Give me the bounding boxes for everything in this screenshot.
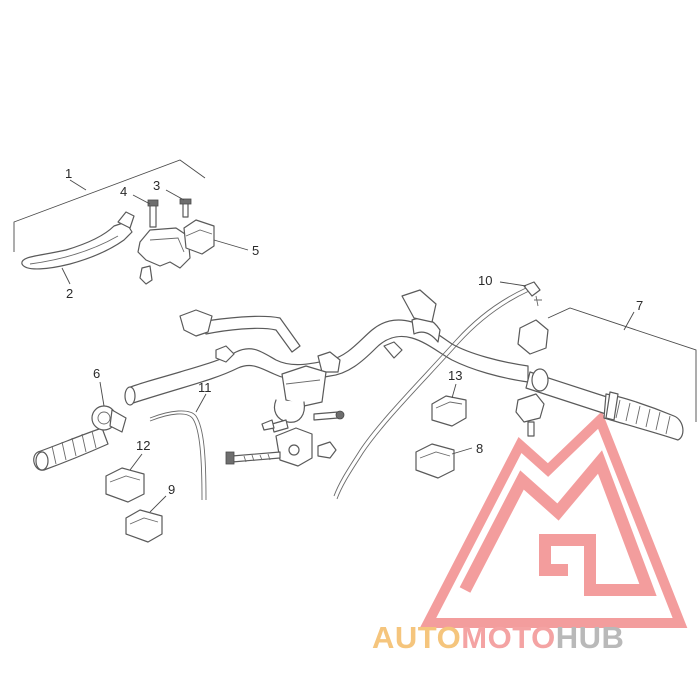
callout-10: 10 — [478, 273, 492, 288]
clamp-washer-left — [271, 419, 289, 433]
watermark-word-hub: HUB — [556, 620, 625, 655]
callout-4: 4 — [120, 184, 127, 199]
housing-lower-screw — [527, 421, 535, 437]
leader-7 — [623, 311, 635, 331]
callout-13: 13 — [448, 368, 462, 383]
switch-8-detail — [419, 451, 451, 459]
callout-2: 2 — [66, 286, 73, 301]
throttle-cable — [333, 287, 527, 497]
grip-collar-bore — [97, 411, 111, 425]
cable-spring — [534, 295, 542, 307]
cable-part-11-outer — [149, 413, 203, 501]
leader-3 — [165, 189, 185, 201]
callout-6: 6 — [93, 366, 100, 381]
clamp-long-bolt-head — [225, 451, 235, 465]
clamp-part-5 — [183, 219, 215, 255]
bolt-thread — [243, 453, 271, 463]
watermark-logo-inner-mark — [459, 450, 657, 596]
switch-12-detail — [109, 475, 141, 483]
mount-tab-right — [401, 289, 437, 323]
handlebar — [124, 289, 529, 406]
throttle-housing-upper — [517, 319, 549, 355]
left-grip-assembly — [33, 381, 207, 543]
clamp-small-bolt — [313, 411, 339, 421]
cable-adjuster — [523, 281, 541, 297]
callout-11: 11 — [198, 380, 212, 395]
grip-collar-clamp — [109, 409, 127, 433]
lever-pivot — [117, 211, 135, 229]
cable-part-11 — [149, 410, 207, 501]
leader-2 — [61, 267, 71, 285]
bolt-part-4 — [149, 204, 157, 228]
bracket-detail — [149, 237, 185, 253]
callout-7: 7 — [636, 298, 643, 313]
leader-8 — [451, 447, 473, 455]
switch-part-8 — [415, 443, 455, 479]
clamp-spacer — [261, 419, 275, 431]
leader-6 — [99, 381, 105, 407]
throttle-tube-flange — [531, 368, 549, 392]
bolt-part-4-head — [147, 199, 159, 207]
bracket-nut — [139, 265, 153, 285]
handlebar-left-end — [124, 386, 136, 406]
clamp-lower-bore — [288, 444, 300, 456]
leader-4 — [132, 194, 151, 205]
cables — [149, 287, 530, 501]
switch-13-detail — [435, 401, 463, 409]
lever-edge-line — [29, 235, 119, 265]
handlebar-clamp-assembly — [225, 365, 345, 467]
clamp-upper — [281, 365, 327, 407]
leader-1 — [69, 179, 87, 191]
handlebar-brace — [199, 315, 301, 353]
callout-3: 3 — [153, 178, 160, 193]
clamp-upper-line — [285, 379, 321, 385]
clamp-long-bolt — [231, 451, 281, 463]
left-grip-end — [35, 451, 49, 471]
leader-5 — [213, 239, 249, 251]
mount-tab-center — [383, 341, 403, 359]
switch-9-detail — [129, 517, 159, 525]
leader-10 — [499, 281, 527, 287]
mount-tab-left — [179, 309, 213, 337]
part-1-bracket-line — [13, 159, 206, 252]
right-control-assembly — [415, 281, 697, 479]
left-lever-assembly — [13, 159, 249, 285]
right-grip-ribs — [615, 399, 671, 435]
watermark-word-auto: AUTO — [372, 620, 461, 655]
leader-11 — [195, 393, 207, 413]
leader-13 — [451, 383, 457, 399]
leader-9 — [149, 495, 167, 513]
left-grip — [33, 427, 109, 471]
switch-part-13 — [431, 395, 467, 427]
callout-12: 12 — [136, 438, 150, 453]
watermark-logo-outer-triangle — [419, 411, 688, 628]
watermark-word-moto: MOTO — [461, 620, 555, 655]
clamp-u-bolt — [273, 399, 305, 423]
mount-tab-mid-left — [215, 345, 235, 363]
callout-5: 5 — [252, 243, 259, 258]
switch-part-12 — [105, 467, 145, 503]
leader-12 — [129, 453, 143, 471]
clutch-lever — [21, 221, 133, 270]
mount-tab-mid — [317, 351, 341, 373]
screw-part-3 — [182, 202, 189, 218]
left-grip-ribs — [51, 430, 97, 465]
callout-labels: 1 2 3 4 5 6 7 8 9 10 11 12 13 — [65, 166, 643, 497]
clamp-small-bolt-end — [335, 410, 345, 420]
callout-9: 9 — [168, 482, 175, 497]
switch-part-9 — [125, 509, 163, 543]
screw-part-3-head — [179, 198, 192, 205]
callout-1: 1 — [65, 166, 72, 181]
callout-8: 8 — [476, 441, 483, 456]
part-7-bracket-line — [547, 307, 697, 422]
clamp-detail — [185, 229, 213, 237]
throttle-housing-lower — [515, 393, 545, 423]
clamp-nut — [317, 441, 337, 459]
right-grip — [603, 393, 684, 441]
watermark-wordmark: AUTOMOTOHUB — [372, 620, 624, 655]
throttle-cable-outer — [336, 290, 530, 500]
watermark-logo — [419, 411, 688, 628]
right-grip-collar — [605, 391, 619, 421]
